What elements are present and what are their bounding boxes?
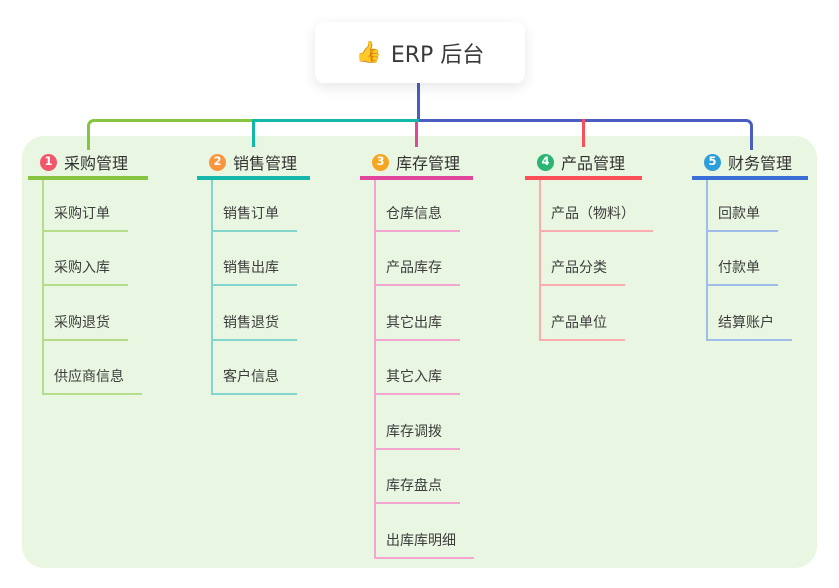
branch-label: 库存管理 <box>396 154 461 173</box>
child-node[interactable]: 供应商信息 <box>42 367 142 395</box>
child-node[interactable]: 其它出库 <box>374 313 460 341</box>
branch-inventory: 3 库存管理 仓库信息 产品库存 其它出库 其它入库 库存调拨 库存盘点 出库库… <box>360 148 474 559</box>
child-node[interactable]: 付款单 <box>706 258 778 286</box>
branch-finance: 5 财务管理 回款单 付款单 结算账户 <box>692 148 808 341</box>
child-node[interactable]: 出库库明细 <box>374 531 474 559</box>
child-node[interactable]: 采购入库 <box>42 258 128 286</box>
priority-badge: 5 <box>704 153 721 171</box>
drop-line-inventory <box>415 122 418 147</box>
branch-node-purchase[interactable]: 1 采购管理 <box>28 148 148 180</box>
branch-node-sales[interactable]: 2 销售管理 <box>197 148 310 180</box>
child-node[interactable]: 产品（物料） <box>539 204 653 232</box>
branch-purchase: 1 采购管理 采购订单 采购入库 采购退货 供应商信息 <box>28 148 148 395</box>
branch-node-product[interactable]: 4 产品管理 <box>525 148 642 180</box>
connector-spine <box>374 180 376 559</box>
branch-node-finance[interactable]: 5 财务管理 <box>692 148 808 180</box>
child-node[interactable]: 其它入库 <box>374 367 460 395</box>
priority-badge: 3 <box>372 153 389 171</box>
root-label: ERP 后台 <box>390 42 485 68</box>
branch-label: 销售管理 <box>233 154 298 173</box>
branch-node-inventory[interactable]: 3 库存管理 <box>360 148 473 180</box>
connector-spine <box>706 180 708 341</box>
child-node[interactable]: 采购退货 <box>42 313 128 341</box>
bus-segment-teal <box>253 119 419 122</box>
mindmap-panel <box>22 136 817 568</box>
branch-label: 产品管理 <box>561 154 626 173</box>
child-node[interactable]: 库存盘点 <box>374 476 460 504</box>
child-node[interactable]: 采购订单 <box>42 204 128 232</box>
root-connector-line <box>417 82 420 120</box>
thumbs-up-icon: 👍 <box>355 40 382 64</box>
priority-badge: 2 <box>209 153 226 171</box>
child-node[interactable]: 产品库存 <box>374 258 460 286</box>
bus-elbow-right <box>419 119 753 150</box>
child-node[interactable]: 回款单 <box>706 204 778 232</box>
branch-product: 4 产品管理 产品（物料） 产品分类 产品单位 <box>525 148 653 341</box>
root-node[interactable]: 👍 ERP 后台 <box>315 22 525 83</box>
child-node[interactable]: 客户信息 <box>211 367 297 395</box>
priority-badge: 4 <box>537 153 554 171</box>
child-node[interactable]: 销售订单 <box>211 204 297 232</box>
branch-sales: 2 销售管理 销售订单 销售出库 销售退货 客户信息 <box>197 148 310 395</box>
child-node[interactable]: 结算账户 <box>706 313 792 341</box>
connector-spine <box>42 180 44 395</box>
priority-badge: 1 <box>40 153 57 171</box>
bus-elbow-left <box>87 119 256 150</box>
child-node[interactable]: 销售退货 <box>211 313 297 341</box>
child-node[interactable]: 仓库信息 <box>374 204 460 232</box>
child-node[interactable]: 产品分类 <box>539 258 625 286</box>
drop-line-product <box>582 119 585 147</box>
child-node[interactable]: 产品单位 <box>539 313 625 341</box>
drop-line-sales <box>252 119 255 147</box>
child-node[interactable]: 销售出库 <box>211 258 297 286</box>
connector-spine <box>539 180 541 341</box>
connector-spine <box>211 180 213 395</box>
branch-label: 采购管理 <box>64 154 129 173</box>
child-node[interactable]: 库存调拨 <box>374 422 460 450</box>
branch-label: 财务管理 <box>728 154 793 173</box>
